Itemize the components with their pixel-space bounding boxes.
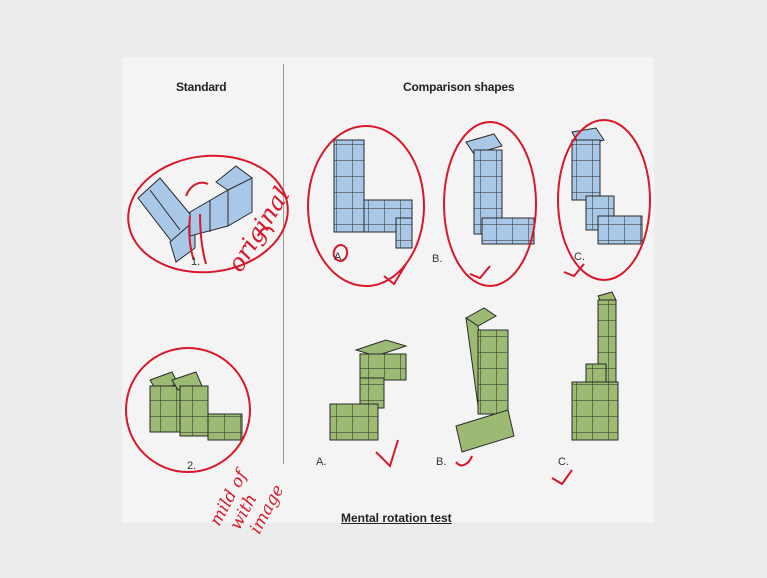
label-green-b: B. <box>436 456 447 468</box>
comparison-header: Comparison shapes <box>403 80 515 94</box>
label-green-c: C. <box>558 456 569 468</box>
label-comparison-c: C. <box>574 251 585 263</box>
label-standard-2: 2. <box>187 460 197 472</box>
comparison-shape-green-a <box>329 339 408 441</box>
slide-panel <box>122 57 654 523</box>
column-divider <box>283 64 284 464</box>
label-green-a: A. <box>316 456 327 468</box>
comparison-shape-b <box>465 133 535 245</box>
label-standard-1: 1. <box>191 256 201 268</box>
comparison-shape-green-b <box>455 307 515 453</box>
comparison-shape-green-c <box>571 291 619 441</box>
label-comparison-b: B. <box>432 253 443 265</box>
comparison-shape-c <box>571 127 643 245</box>
comparison-shape-a <box>333 139 413 249</box>
standard-header: Standard <box>176 80 227 94</box>
slide-caption: Mental rotation test <box>341 511 452 525</box>
standard-shape-2 <box>149 371 243 441</box>
ink-annotations <box>125 119 651 486</box>
label-comparison-a: A. <box>334 251 345 263</box>
